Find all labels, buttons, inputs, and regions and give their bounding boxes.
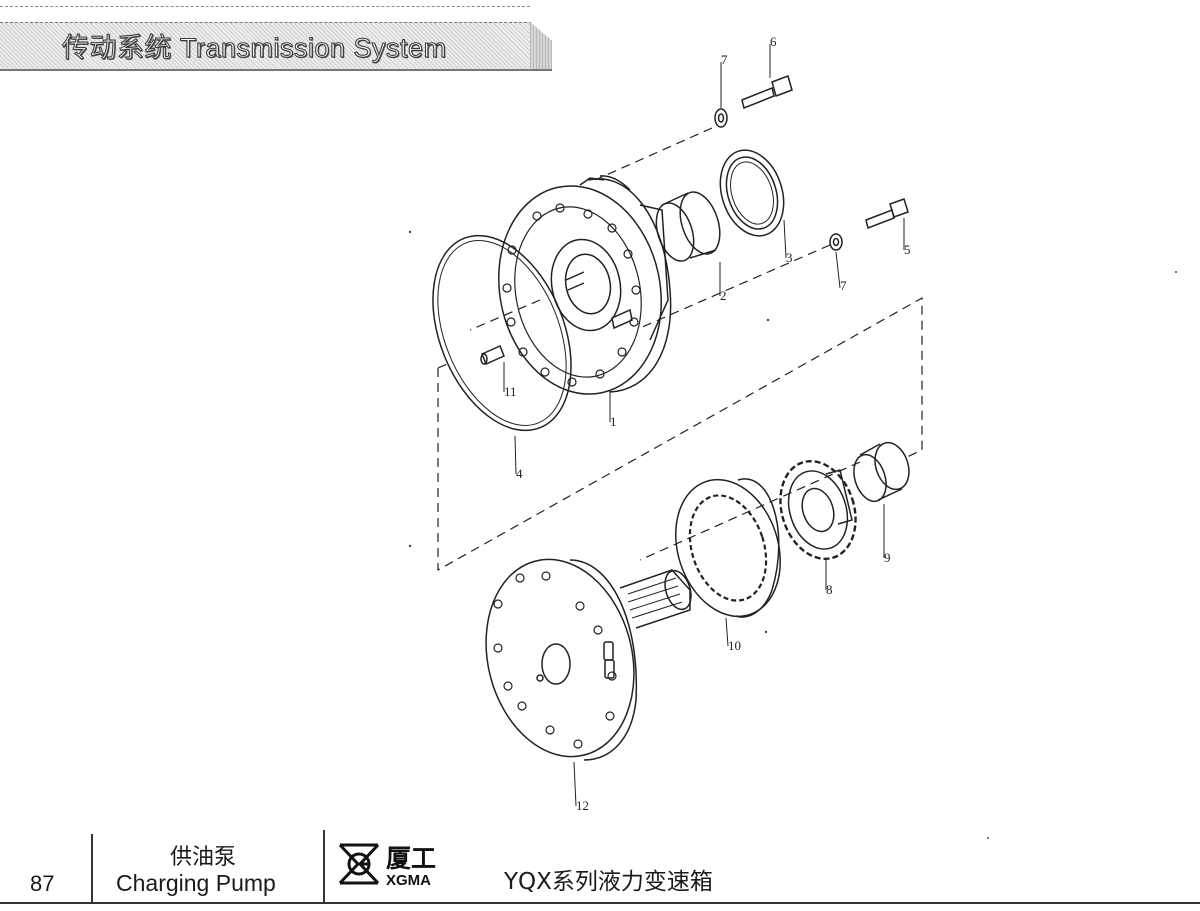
callout-10: 10 — [728, 638, 741, 653]
callout-2: 2 — [720, 288, 727, 303]
footer-divider-right — [323, 830, 325, 902]
callout-3: 3 — [786, 250, 793, 265]
footer-rule — [0, 902, 1200, 904]
assembly-axis-lines — [437, 127, 923, 572]
callout-7-lower: 7 — [840, 278, 847, 293]
part-10-ring-gear — [675, 478, 781, 618]
header-banner — [0, 22, 552, 71]
page-number: 87 — [30, 871, 55, 896]
part-7-washer-upper — [714, 108, 728, 128]
part-5-bolt — [865, 198, 909, 230]
part-11-dowel-pin — [480, 344, 505, 366]
scan-specks — [408, 230, 1177, 839]
part-9-bushing — [853, 441, 910, 503]
callout-12: 12 — [576, 798, 589, 813]
callout-6: 6 — [770, 34, 777, 49]
part-6-bolt — [741, 75, 793, 110]
callout-8: 8 — [826, 582, 833, 597]
callout-4: 4 — [516, 466, 523, 481]
part-3-oil-seal — [719, 149, 785, 237]
part-7-washer-lower — [829, 233, 843, 251]
callout-labels: 6 7 3 2 5 7 1 11 4 9 8 10 12 — [504, 34, 911, 813]
callout-5: 5 — [904, 242, 911, 257]
logo-text-en: XGMA — [386, 872, 431, 889]
product-name: YQX系列液力变速箱 — [504, 869, 713, 895]
part-8-drive-gear — [779, 459, 857, 561]
callout-9: 9 — [884, 550, 891, 565]
callout-1: 1 — [610, 414, 617, 429]
callout-7-upper: 7 — [721, 52, 728, 67]
part-12-pump-cover — [485, 558, 692, 761]
page-title: 传动系统 Transmission System — [61, 32, 447, 63]
callout-leader-lines — [503, 44, 905, 807]
section-title-cn: 供油泵 — [170, 845, 237, 870]
section-title-en: Charging Pump — [116, 870, 276, 896]
callout-11: 11 — [504, 384, 517, 399]
part-1-pump-housing — [498, 175, 672, 395]
header-top-rule — [0, 6, 530, 7]
footer-divider-left — [91, 834, 93, 902]
logo-text-cn: 厦工 — [386, 844, 437, 873]
xgma-logo-icon — [338, 843, 380, 885]
part-2-bushing — [655, 191, 721, 262]
